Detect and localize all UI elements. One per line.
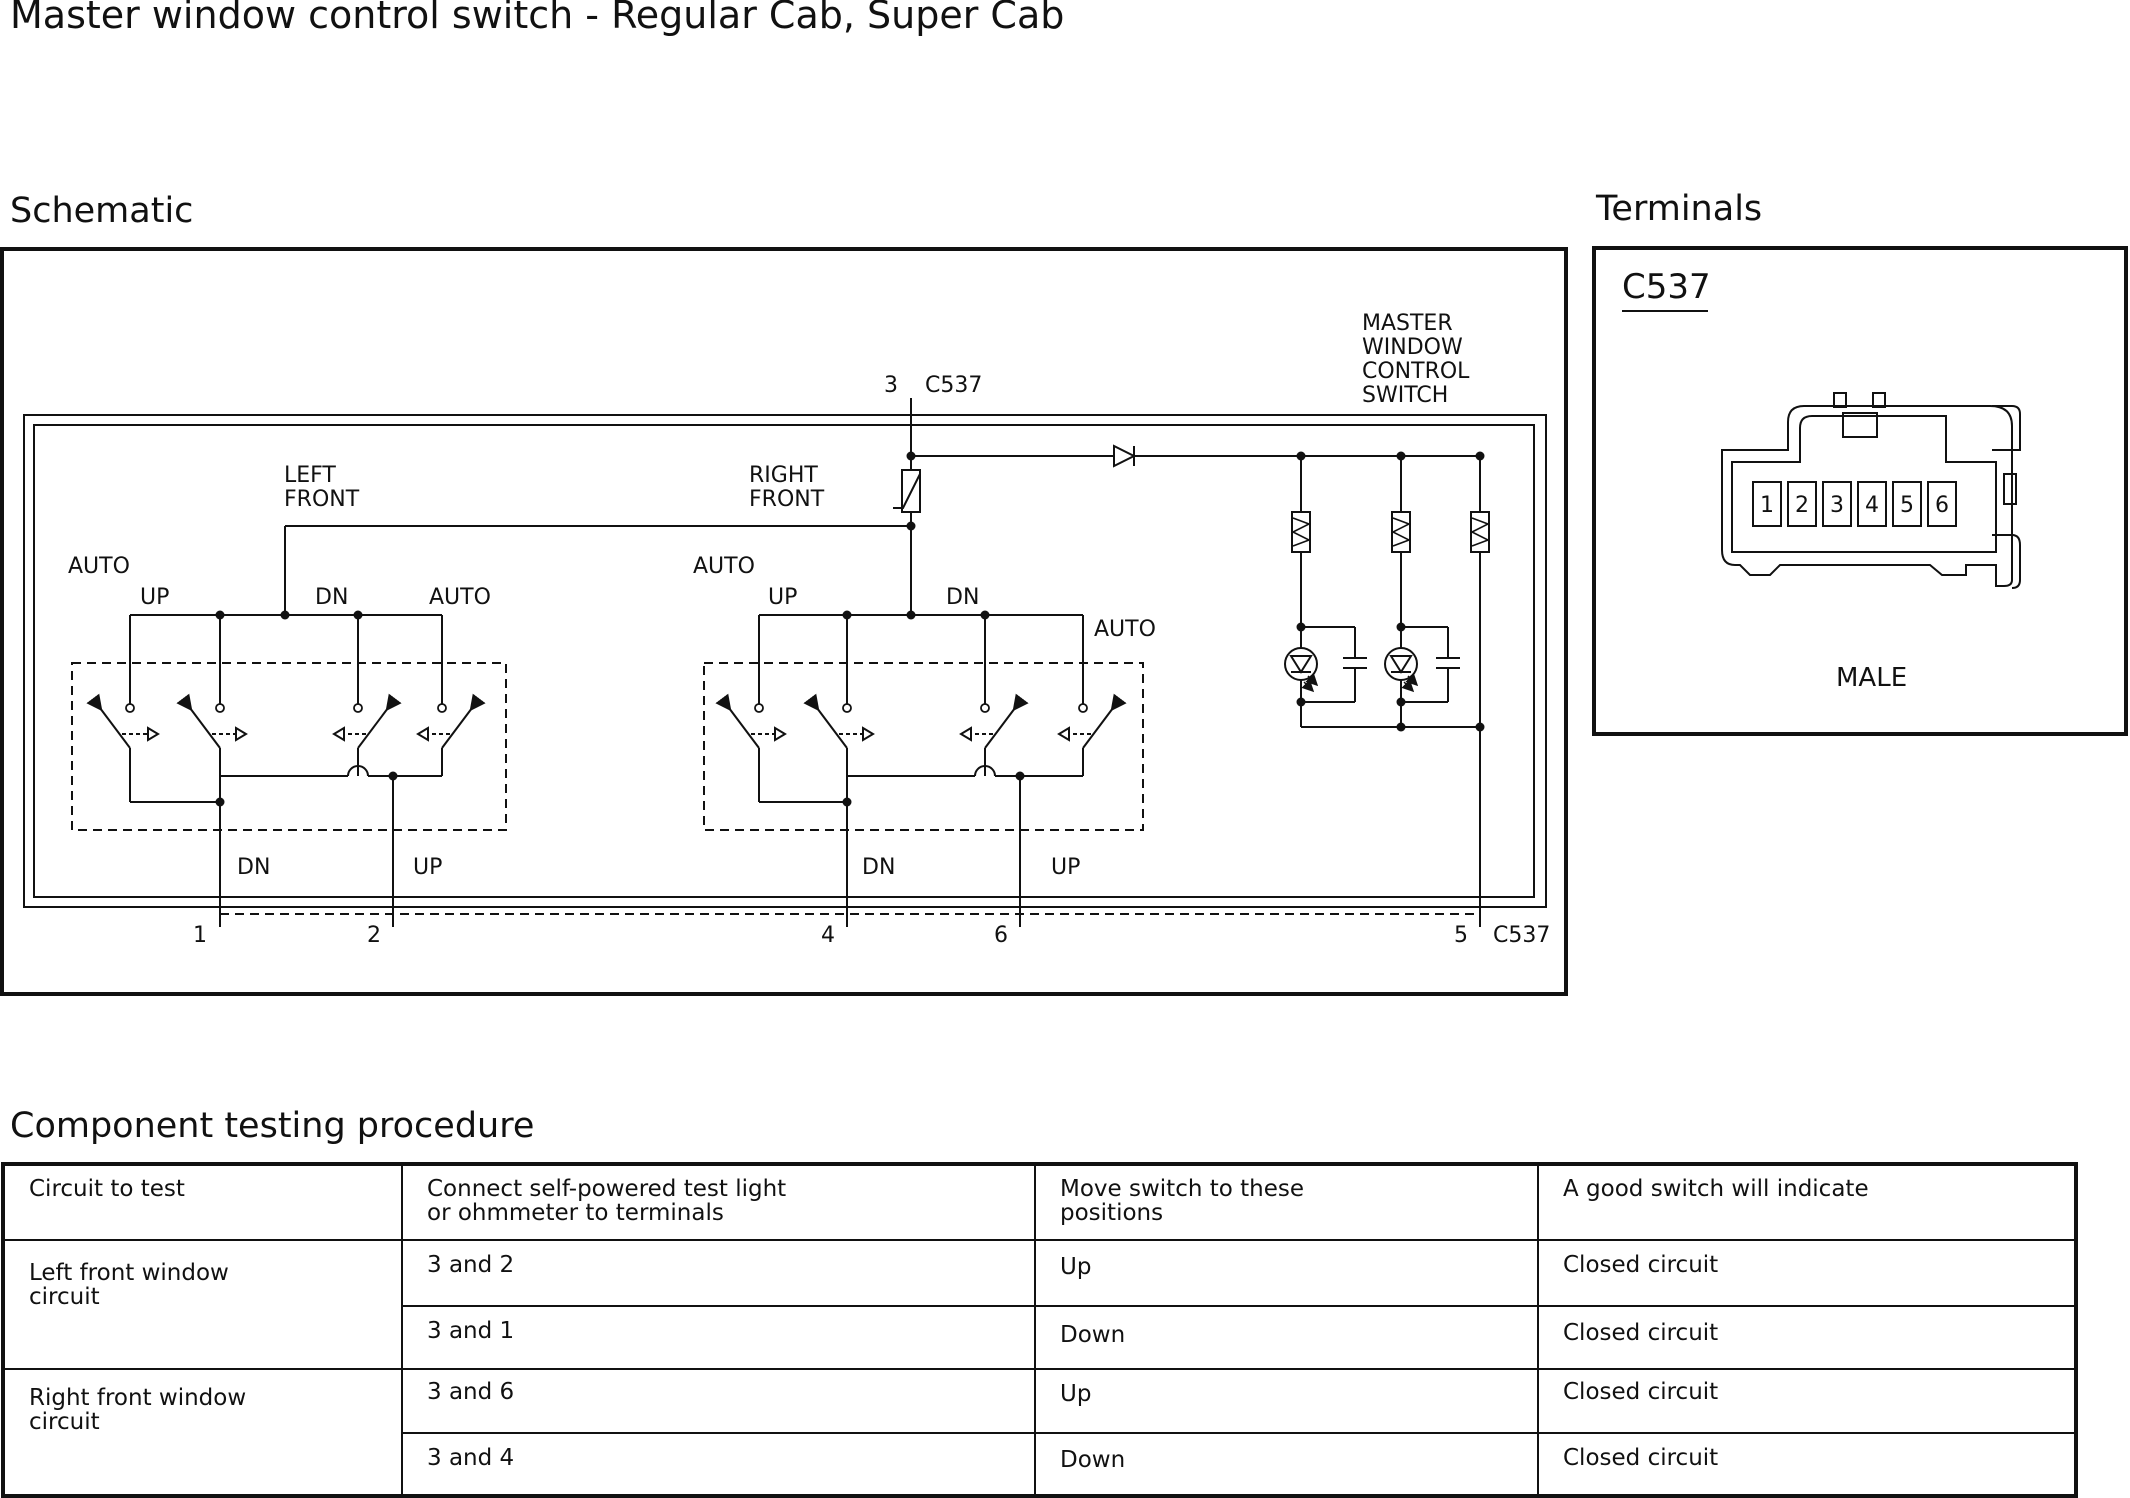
terminal-pin-4: 4	[1865, 493, 1879, 518]
table-row: Left front window circuit 3 and 2 Up Clo…	[2, 1239, 2077, 1370]
terminal-pin-6: 6	[1935, 493, 1949, 518]
page-title: Master window control switch - Regular C…	[10, 0, 1065, 37]
table-row: 3 and 1 Down Closed circuit	[3, 1305, 2077, 1370]
result-cell: Closed circuit	[1537, 1432, 2077, 1497]
terminals-frame	[1592, 246, 2128, 736]
connector-c537-drawing: C537 1 2 3 4 5 6 MALE	[1622, 267, 2021, 693]
header-positions: Move switch to these positions	[1034, 1163, 1539, 1241]
procedure-heading: Component testing procedure	[10, 1106, 535, 1146]
dn-label: DN	[862, 855, 895, 880]
up-label: UP	[413, 855, 442, 880]
svg-text:FRONT: FRONT	[284, 487, 360, 512]
up-label: UP	[768, 585, 797, 610]
pin-label-4: 4	[821, 923, 835, 948]
up-label: UP	[1051, 855, 1080, 880]
terminals-cell: 3 and 4	[401, 1432, 1036, 1497]
svg-text:FRONT: FRONT	[749, 487, 825, 512]
table-row: Right front window circuit 3 and 6 Up Cl…	[2, 1368, 2077, 1497]
circuit-cell: Right front window circuit	[2, 1368, 403, 1497]
auto-label: AUTO	[693, 554, 755, 579]
switch-name-label: MASTER WINDOW CONTROL SWITCH	[1362, 311, 1470, 408]
procedure-table: Circuit to test Connect self-powered tes…	[1, 1162, 2078, 1498]
terminals-cell: 3 and 6	[401, 1368, 1036, 1434]
auto-label: AUTO	[1094, 617, 1156, 642]
header-circuit: Circuit to test	[2, 1163, 403, 1241]
svg-text:WINDOW: WINDOW	[1362, 335, 1463, 360]
pin-label-2: 2	[367, 923, 381, 948]
terminal-pin-5: 5	[1900, 493, 1914, 518]
bottom-connector-label: C537	[1493, 923, 1550, 948]
auto-label: AUTO	[68, 554, 130, 579]
terminal-connector-label: C537	[1622, 267, 1711, 307]
svg-text:SWITCH: SWITCH	[1362, 383, 1448, 408]
terminal-pin-3: 3	[1830, 493, 1844, 518]
terminal-pin-1: 1	[1760, 493, 1774, 518]
pin-label-1: 1	[193, 923, 207, 948]
position-cell: Up	[1034, 1239, 1539, 1307]
up-label: UP	[140, 585, 169, 610]
dn-label: DN	[946, 585, 979, 610]
terminals-cell: 3 and 2	[401, 1239, 1036, 1307]
terminals-cell: 3 and 1	[401, 1305, 1036, 1370]
terminals-heading: Terminals	[1596, 189, 1763, 229]
table-header-row: Circuit to test Connect self-powered tes…	[2, 1163, 2077, 1241]
top-connector-label: C537	[925, 373, 982, 398]
pin-label-5: 5	[1454, 923, 1468, 948]
result-cell: Closed circuit	[1537, 1305, 2077, 1370]
dn-label: DN	[315, 585, 348, 610]
right-front-label: RIGHT	[749, 463, 818, 488]
table-row: 3 and 4 Down Closed circuit	[3, 1432, 2077, 1497]
top-pin-label: 3	[884, 373, 898, 398]
circuit-cell: Left front window circuit	[2, 1239, 403, 1370]
schematic-frame	[0, 247, 1568, 996]
result-cell: Closed circuit	[1537, 1239, 2077, 1307]
terminal-pin-2: 2	[1795, 493, 1809, 518]
schematic-heading: Schematic	[10, 191, 194, 231]
dn-label: DN	[237, 855, 270, 880]
position-cell: Up	[1034, 1368, 1539, 1434]
svg-text:MASTER: MASTER	[1362, 311, 1453, 336]
result-cell: Closed circuit	[1537, 1368, 2077, 1434]
header-indicate: A good switch will indicate	[1537, 1163, 2077, 1241]
pin-label-6: 6	[994, 923, 1008, 948]
svg-text:CONTROL: CONTROL	[1362, 359, 1470, 384]
left-front-label: LEFT	[284, 463, 336, 488]
position-cell: Down	[1034, 1432, 1539, 1497]
header-terminals: Connect self-powered test light or ohmme…	[401, 1163, 1036, 1241]
auto-label: AUTO	[429, 585, 491, 610]
connector-gender-label: MALE	[1836, 663, 1907, 693]
position-cell: Down	[1034, 1305, 1539, 1370]
